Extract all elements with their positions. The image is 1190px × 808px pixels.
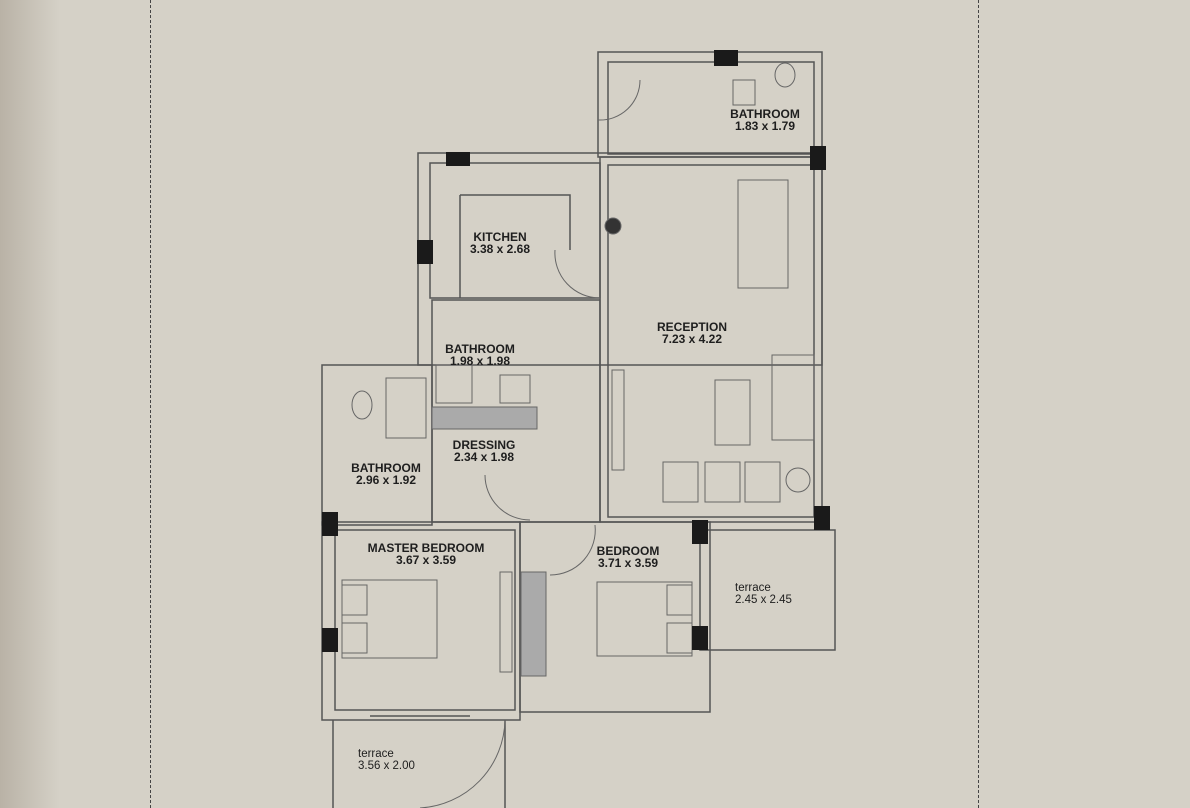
boundary-line-left xyxy=(150,0,151,808)
page-shadow xyxy=(0,0,60,808)
furniture xyxy=(341,62,815,808)
walls xyxy=(321,51,836,808)
columns xyxy=(322,50,830,652)
boundary-line-right xyxy=(978,0,979,808)
